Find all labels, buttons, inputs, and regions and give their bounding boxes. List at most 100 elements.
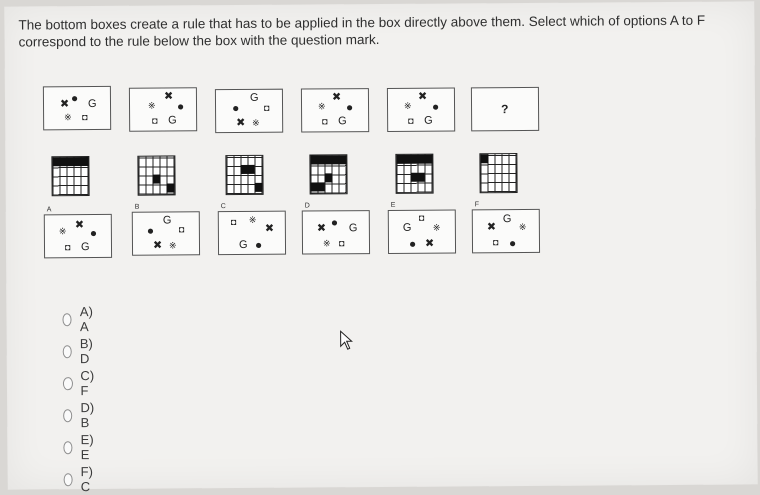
box-symbol: ◘ bbox=[408, 115, 414, 126]
top-box-2: ✖ ※ ● ◘ G bbox=[128, 87, 198, 132]
g-symbol: G bbox=[80, 241, 90, 254]
question-mark: ? bbox=[501, 102, 509, 117]
box-symbol: ◘ bbox=[418, 212, 425, 223]
option-label: A) A bbox=[79, 304, 93, 335]
question-text: The bottom boxes create a rule that has … bbox=[18, 12, 706, 50]
g-symbol: G bbox=[502, 213, 512, 226]
cross-symbol: ✖ bbox=[74, 219, 85, 232]
pattern-symbol: ※ bbox=[518, 221, 527, 233]
rule-letter: C bbox=[220, 203, 226, 211]
option-label: B) D bbox=[79, 336, 93, 367]
dot-symbol: ● bbox=[508, 236, 517, 251]
cross-symbol: ✖ bbox=[486, 221, 497, 234]
cross-symbol: ✖ bbox=[163, 90, 174, 103]
radio-button[interactable] bbox=[62, 376, 73, 390]
rule-box-d: D ✖ ● G ※ ◘ bbox=[301, 202, 371, 255]
cross-symbol: ✖ bbox=[424, 237, 435, 250]
cross-symbol: ✖ bbox=[59, 98, 70, 111]
pattern-symbol: ※ bbox=[432, 222, 441, 233]
dot-symbol: ● bbox=[146, 223, 155, 238]
pattern-symbol: ※ bbox=[248, 214, 257, 225]
top-box-1: ✖ ● G ※ ◘ bbox=[42, 85, 112, 131]
pattern-symbol: ※ bbox=[64, 112, 72, 123]
pattern-symbol: ※ bbox=[252, 117, 260, 128]
option-label: C) F bbox=[80, 368, 95, 399]
pattern-symbol: ※ bbox=[147, 100, 156, 111]
cross-symbol: ✖ bbox=[264, 222, 275, 235]
cross-symbol: ✖ bbox=[316, 222, 327, 235]
box-symbol: ◘ bbox=[264, 102, 270, 113]
dot-symbol: ● bbox=[345, 100, 354, 115]
option-f[interactable]: F) C bbox=[63, 464, 97, 494]
cross-symbol: ✖ bbox=[236, 116, 246, 130]
option-d[interactable]: D) B bbox=[63, 400, 98, 430]
g-symbol: G bbox=[348, 222, 358, 235]
rule-letter: B bbox=[134, 203, 140, 211]
cross-symbol: ✖ bbox=[417, 90, 428, 103]
option-e[interactable]: E) E bbox=[63, 432, 97, 462]
rule-box-e: E ◘ G ※ ● ✖ bbox=[387, 202, 457, 254]
g-symbol: G bbox=[249, 91, 259, 104]
g-symbol: G bbox=[238, 238, 248, 251]
option-a[interactable]: A) A bbox=[62, 304, 96, 334]
rule-box-f: F ✖ G ※ ◘ ● bbox=[471, 201, 541, 254]
option-label: F) C bbox=[80, 464, 93, 495]
option-b[interactable]: B) D bbox=[62, 336, 97, 366]
dot-symbol: ● bbox=[89, 225, 98, 241]
pattern-symbol: ※ bbox=[168, 240, 177, 251]
box-symbol: ◘ bbox=[178, 224, 185, 235]
dot-symbol: ● bbox=[431, 99, 440, 114]
rule-box-a: A ※ ✖ ● ◘ G bbox=[43, 206, 113, 259]
radio-button[interactable] bbox=[62, 344, 72, 358]
box-symbol: ◘ bbox=[338, 238, 345, 249]
radio-button[interactable] bbox=[63, 408, 73, 422]
pattern-symbol: ※ bbox=[317, 101, 326, 112]
box-symbol: ◘ bbox=[64, 242, 71, 253]
dot-symbol: ● bbox=[176, 99, 185, 114]
box-symbol: ◘ bbox=[82, 112, 88, 123]
g-symbol: G bbox=[87, 97, 97, 111]
dot-symbol: ● bbox=[408, 236, 417, 251]
dot-symbol: ● bbox=[254, 237, 263, 252]
grid-3 bbox=[225, 154, 264, 196]
g-symbol: G bbox=[338, 115, 347, 128]
radio-button[interactable] bbox=[63, 440, 73, 454]
grid-4 bbox=[309, 154, 348, 195]
option-label: D) B bbox=[80, 400, 95, 431]
g-symbol: G bbox=[162, 214, 172, 227]
cross-symbol: ✖ bbox=[331, 91, 342, 104]
pattern-symbol: ※ bbox=[403, 100, 412, 111]
top-box-6: ? bbox=[470, 86, 540, 132]
rule-letter: E bbox=[390, 201, 396, 209]
cross-symbol: ✖ bbox=[152, 239, 163, 252]
rule-box-b: B G ● ◘ ✖ ※ bbox=[131, 204, 201, 256]
dot-symbol: ● bbox=[330, 215, 339, 230]
rule-letter: F bbox=[474, 201, 480, 209]
grid-6 bbox=[479, 153, 518, 194]
g-symbol: G bbox=[402, 221, 412, 234]
rule-letter: D bbox=[304, 202, 310, 210]
top-box-3: G ● ◘ ✖ ※ bbox=[214, 88, 284, 134]
mouse-pointer-icon bbox=[340, 330, 353, 350]
pattern-symbol: ※ bbox=[58, 226, 67, 237]
screen: The bottom boxes create a rule that has … bbox=[4, 1, 758, 494]
grid-2 bbox=[137, 155, 176, 196]
box-symbol: ◘ bbox=[322, 116, 328, 127]
top-box-4: ✖ ※ ● ◘ G bbox=[300, 88, 370, 133]
option-c[interactable]: C) F bbox=[62, 368, 98, 398]
rule-box-c: C ◘ ※ ✖ G ● bbox=[217, 203, 287, 256]
grid-5 bbox=[395, 153, 434, 194]
top-box-5: ✖ ※ ● ◘ G bbox=[386, 87, 456, 132]
box-symbol: ◘ bbox=[492, 237, 499, 248]
grid-1 bbox=[51, 156, 90, 197]
dot-symbol: ● bbox=[70, 91, 79, 106]
radio-button[interactable] bbox=[63, 472, 73, 486]
option-label: E) E bbox=[80, 432, 94, 463]
box-symbol: ◘ bbox=[152, 115, 158, 126]
radio-button[interactable] bbox=[62, 312, 72, 326]
g-symbol: G bbox=[424, 114, 433, 127]
box-symbol: ◘ bbox=[230, 217, 237, 228]
pattern-symbol: ※ bbox=[322, 238, 331, 249]
dot-symbol: ● bbox=[231, 100, 240, 116]
g-symbol: G bbox=[168, 114, 177, 127]
